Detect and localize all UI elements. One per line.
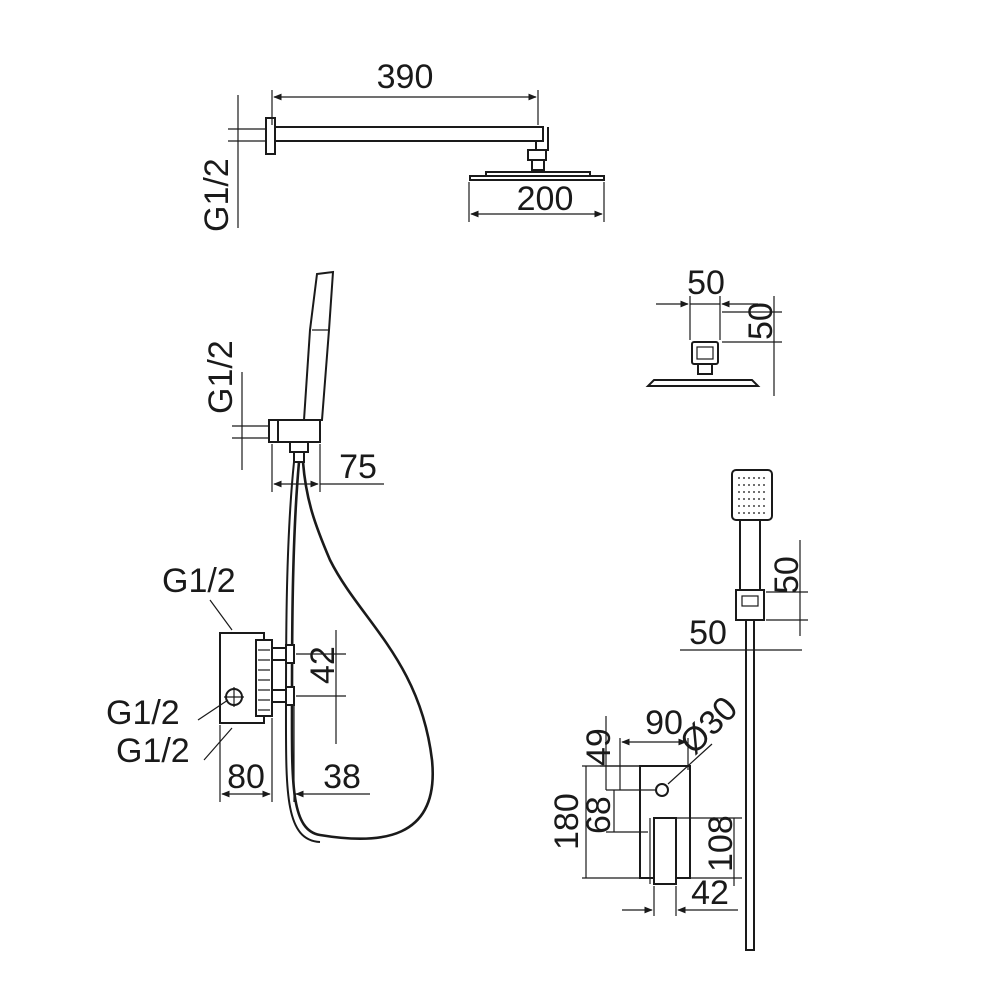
dim-50-holder-vertical: 50 <box>768 556 806 594</box>
dim-50-side-vertical: 50 <box>742 302 780 340</box>
joint-nut <box>531 159 545 171</box>
dim-50-side-horizontal: 50 <box>687 264 725 302</box>
hand-shower-holder-view: 50 50 <box>680 469 808 951</box>
dim-diameter-30: Ø30 <box>673 689 745 761</box>
ball-joint <box>527 149 547 161</box>
outlet-top <box>271 647 287 661</box>
diverter-handle <box>653 817 677 885</box>
cartridge-hatching <box>258 649 270 711</box>
dim-49: 49 <box>580 728 618 766</box>
dim-80: 80 <box>227 758 265 796</box>
hose-connector <box>293 451 305 463</box>
wall-flange <box>265 117 276 155</box>
joint-neck <box>697 363 713 375</box>
dim-50-holder-horizontal: 50 <box>689 614 727 652</box>
holder-bracket <box>735 589 765 621</box>
hand-shower-grip <box>739 519 761 591</box>
dim-200: 200 <box>517 180 574 218</box>
elbow-outlet <box>289 441 309 453</box>
dim-390: 390 <box>377 58 434 96</box>
thread-g12-middle: G1/2 <box>106 694 180 732</box>
head-side-view: 50 50 <box>645 264 782 396</box>
dim-90: 90 <box>645 704 683 742</box>
dim-108: 108 <box>702 815 740 872</box>
dim-75: 75 <box>339 448 377 486</box>
dim-38: 38 <box>323 758 361 796</box>
head-plate-side <box>645 379 761 387</box>
dim-42-mixer: 42 <box>304 646 342 684</box>
slide-bar <box>745 619 755 951</box>
dim-42-plate: 42 <box>691 874 729 912</box>
mixer-cartridge <box>255 639 273 717</box>
mixer-body-view: G1/2 G1/2 G1/2 42 80 38 <box>106 562 370 802</box>
shower-head-plate <box>469 175 605 181</box>
outlet-bottom <box>271 689 287 703</box>
dim-68: 68 <box>580 796 618 834</box>
thread-g12-arm: G1/2 <box>198 158 236 232</box>
wall-plate-view: 90 Ø30 49 180 68 108 42 <box>548 689 745 916</box>
shower-head-rim <box>485 171 591 176</box>
shower-arm <box>274 126 544 142</box>
hand-shower-assembly: G1/2 75 <box>202 270 435 843</box>
dim-180: 180 <box>548 793 586 850</box>
joint-block <box>691 341 719 365</box>
hand-shower-handle <box>302 270 335 421</box>
thread-g12-elbow: G1/2 <box>202 340 240 414</box>
thread-g12-bottom: G1/2 <box>116 732 190 770</box>
thread-g12-top: G1/2 <box>162 562 236 600</box>
elbow-flange <box>268 419 279 443</box>
elbow-body <box>277 419 321 443</box>
overhead-shower-view: 390 200 G1/2 <box>198 58 605 232</box>
